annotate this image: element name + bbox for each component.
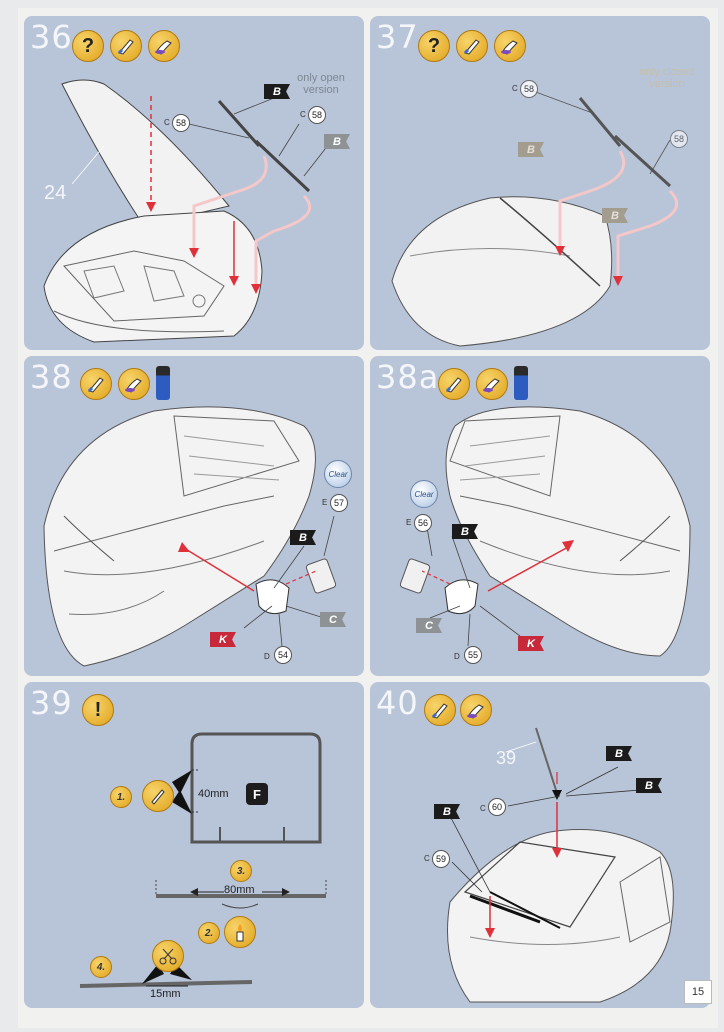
- paint-brush-icon: [456, 30, 488, 62]
- paint-brush-icon: [424, 694, 456, 726]
- side-mirror-drawing-left: [43, 406, 337, 667]
- color-flag-c: C: [416, 618, 442, 633]
- step-number: 38: [30, 358, 73, 396]
- step-number: 36: [30, 18, 73, 56]
- closed-hood-drawing: [391, 87, 679, 347]
- glue-icon: [148, 30, 180, 62]
- substep-3: 3.: [230, 860, 252, 882]
- step-number: 39: [30, 684, 73, 722]
- glue-icon: [118, 368, 150, 400]
- step-36-panel: 36 ? only open version: [24, 16, 364, 350]
- substep-4: 4.: [90, 956, 112, 978]
- length-label-80mm: 80mm: [224, 884, 255, 896]
- step-38a-panel: 38a Clear E 56: [370, 356, 710, 676]
- sprue-letter-badge: F: [246, 783, 268, 805]
- question-icon: ?: [72, 30, 104, 62]
- step-39-panel: 39 ! 1.: [24, 682, 364, 1008]
- part-prefix: C: [512, 84, 518, 93]
- part-prefix: C: [300, 110, 306, 119]
- part-prefix: E: [406, 518, 412, 527]
- antenna-cutting-diagram: [79, 732, 327, 988]
- step-40-panel: 40: [370, 682, 710, 1008]
- side-mirror-drawing-right: [399, 406, 691, 657]
- step-37-panel: 37 ? only closed version C 58 58 B B: [370, 16, 710, 350]
- candle-icon: [224, 916, 256, 948]
- color-flag-b-alt: B: [602, 208, 628, 223]
- page-number: 15: [684, 980, 712, 1004]
- paint-brush-icon: [80, 368, 112, 400]
- color-flag-b: B: [290, 530, 316, 545]
- scissors-icon: [152, 940, 184, 972]
- rear-antenna-wiper-drawing: [447, 727, 674, 1003]
- step-38-panel: 38 Cl: [24, 356, 364, 676]
- part-prefix: D: [454, 652, 460, 661]
- color-flag-b: B: [434, 804, 460, 819]
- part-c59-callout: 59: [432, 850, 450, 868]
- glue-icon: [476, 368, 508, 400]
- color-flag-b: B: [636, 778, 662, 793]
- length-label-40mm: 40mm: [198, 788, 229, 800]
- paint-bottle-icon: [514, 366, 528, 400]
- color-flag-b: B: [518, 142, 544, 157]
- part-c58-callout: 58: [520, 80, 538, 98]
- part-e56-callout: 56: [414, 514, 432, 532]
- color-flag-k: K: [518, 636, 544, 651]
- knife-icon: [142, 780, 174, 812]
- reference-label-39: 39: [496, 748, 517, 768]
- paint-brush-icon: [110, 30, 142, 62]
- paint-brush-icon: [438, 368, 470, 400]
- clear-paint-badge: Clear: [324, 460, 352, 488]
- warning-icon: !: [82, 694, 114, 726]
- part-e57-callout: 57: [330, 494, 348, 512]
- part-prefix: D: [264, 652, 270, 661]
- reference-label-24: 24: [44, 182, 67, 204]
- part-prefix: C: [480, 804, 486, 813]
- part-prefix: C: [424, 854, 430, 863]
- glue-icon: [460, 694, 492, 726]
- color-flag-k: K: [210, 632, 236, 647]
- part-c58-callout: 58: [172, 114, 190, 132]
- part-d54-callout: 54: [274, 646, 292, 664]
- clear-paint-badge: Clear: [410, 480, 438, 508]
- part-c60-callout: 60: [488, 798, 506, 816]
- color-flag-b: B: [452, 524, 478, 539]
- paint-bottle-icon: [156, 366, 170, 400]
- step-number: 37: [376, 18, 419, 56]
- substep-1: 1.: [110, 786, 132, 808]
- part-c58-callout: 58: [308, 106, 326, 124]
- part-prefix: E: [322, 498, 328, 507]
- question-icon: ?: [418, 30, 450, 62]
- substep-2: 2.: [198, 922, 220, 944]
- step-number: 38a: [376, 358, 440, 396]
- color-flag-b: B: [264, 84, 290, 99]
- hood-assembly-drawing: [43, 79, 330, 343]
- color-flag-c: C: [320, 612, 346, 627]
- step-number: 40: [376, 684, 419, 722]
- version-note: only closed version: [639, 66, 695, 90]
- part-d55-callout: 55: [464, 646, 482, 664]
- length-label-15mm: 15mm: [150, 988, 181, 1000]
- color-flag-b: B: [606, 746, 632, 761]
- instruction-page: 36 ? only open version: [18, 8, 718, 1028]
- part-c58-callout: 58: [670, 130, 688, 148]
- version-note: only open version: [297, 72, 345, 96]
- glue-icon: [494, 30, 526, 62]
- part-prefix: C: [164, 118, 170, 127]
- color-flag-b-alt: B: [324, 134, 350, 149]
